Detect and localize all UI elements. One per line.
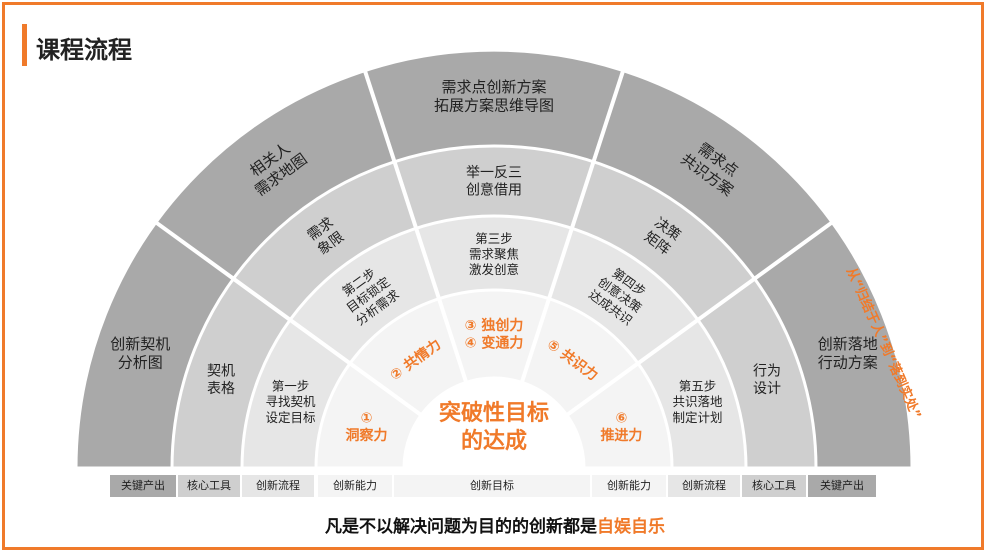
step-label-3-line-3: 激发创意	[469, 262, 519, 277]
step-label-5-line-3: 制定计划	[673, 410, 723, 425]
tool-label-5-line-2: 设计	[753, 381, 781, 397]
legend-cell-8: 核心工具	[742, 475, 806, 497]
step-label-1-line-1: 第一步	[272, 379, 310, 394]
tool-label-5-line-1: 行为	[753, 363, 781, 379]
tool-label-3-line-2: 创意借用	[466, 182, 522, 199]
sector-divider-4	[565, 220, 834, 417]
legend-cell-5: 创新目标	[394, 475, 590, 497]
title-accent-bar	[22, 24, 27, 66]
step-label-1-line-3: 设定目标	[265, 410, 315, 425]
legend-cell-2: 核心工具	[178, 475, 240, 497]
tool-label-1-line-1: 契机	[207, 363, 235, 379]
center-goal-line2: 的达成	[461, 428, 527, 454]
step-label-5-line-1: 第五步	[679, 379, 717, 394]
ability-label-1-line-2: 洞察力	[346, 427, 388, 444]
legend-cell-6: 创新能力	[592, 475, 666, 497]
ability-label-3-line-1: ③ 独创力	[465, 317, 524, 334]
tool-label-5: 行为设计	[753, 363, 781, 397]
legend-cell-7: 创新流程	[668, 475, 740, 497]
step-label-3-line-1: 第三步	[475, 231, 513, 246]
outer-label-3-line-2: 拓展方案思维导图	[434, 97, 554, 115]
outer-label-3-line-1: 需求点创新方案	[441, 78, 546, 96]
tool-label-1: 契机表格	[207, 363, 235, 397]
center-goal-label: 突破性目标的达成	[439, 400, 549, 454]
step-label-1: 第一步寻找契机设定目标	[265, 379, 316, 425]
outer-label-1-line-1: 创新契机	[110, 335, 170, 353]
bottom-note: 凡是不以解决问题为目的的创新都是自娱自乐	[0, 512, 990, 537]
legend-row: 关键产出核心工具创新流程创新能力创新目标创新能力创新流程核心工具关键产出	[0, 475, 990, 497]
center-disc	[402, 376, 586, 470]
page-title: 课程流程	[36, 36, 132, 64]
sector-divider-1	[154, 220, 423, 417]
step-label-5-line-2: 共识落地	[673, 394, 724, 409]
outer-label-1-line-2: 分析图	[118, 354, 163, 372]
step-label-3: 第三步需求聚焦激发创意	[469, 231, 519, 277]
sector-divider-3	[519, 69, 626, 384]
ability-label-3-line-2: ④ 变通力	[465, 335, 524, 352]
outer-label-5-line-1: 创新落地	[818, 335, 878, 353]
center-goal-line1: 突破性目标	[439, 400, 549, 426]
step-label-3-line-2: 需求聚焦	[469, 246, 519, 261]
outer-label-3: 需求点创新方案拓展方案思维导图	[434, 78, 554, 115]
outer-label-5-line-2: 行动方案	[818, 354, 878, 372]
bottom-note-prefix: 凡是不以解决问题为目的的创新都是	[325, 517, 597, 537]
outer-label-1: 创新契机分析图	[110, 335, 170, 372]
legend-cell-9: 关键产出	[808, 475, 876, 497]
ability-label-5-line-1: ⑥	[616, 411, 628, 427]
step-label-5: 第五步共识落地制定计划	[673, 379, 724, 425]
sector-dividers	[154, 69, 834, 417]
ability-label-5-line-2: 推进力	[600, 427, 642, 444]
tool-label-3: 举一反三创意借用	[466, 165, 522, 199]
rings-group	[74, 48, 914, 470]
legend-cell-3: 创新流程	[242, 475, 314, 497]
legend-cell-4: 创新能力	[318, 475, 392, 497]
step-label-1-line-2: 寻找契机	[265, 394, 316, 409]
outer-label-5: 创新落地行动方案	[818, 335, 878, 372]
legend-cell-1: 关键产出	[110, 475, 176, 497]
sector-divider-2	[362, 69, 469, 384]
tool-label-3-line-1: 举一反三	[466, 165, 522, 181]
bottom-note-highlight: 自娱自乐	[597, 517, 665, 537]
tool-label-1-line-2: 表格	[207, 381, 235, 397]
ability-label-1-line-1: ①	[361, 411, 373, 427]
